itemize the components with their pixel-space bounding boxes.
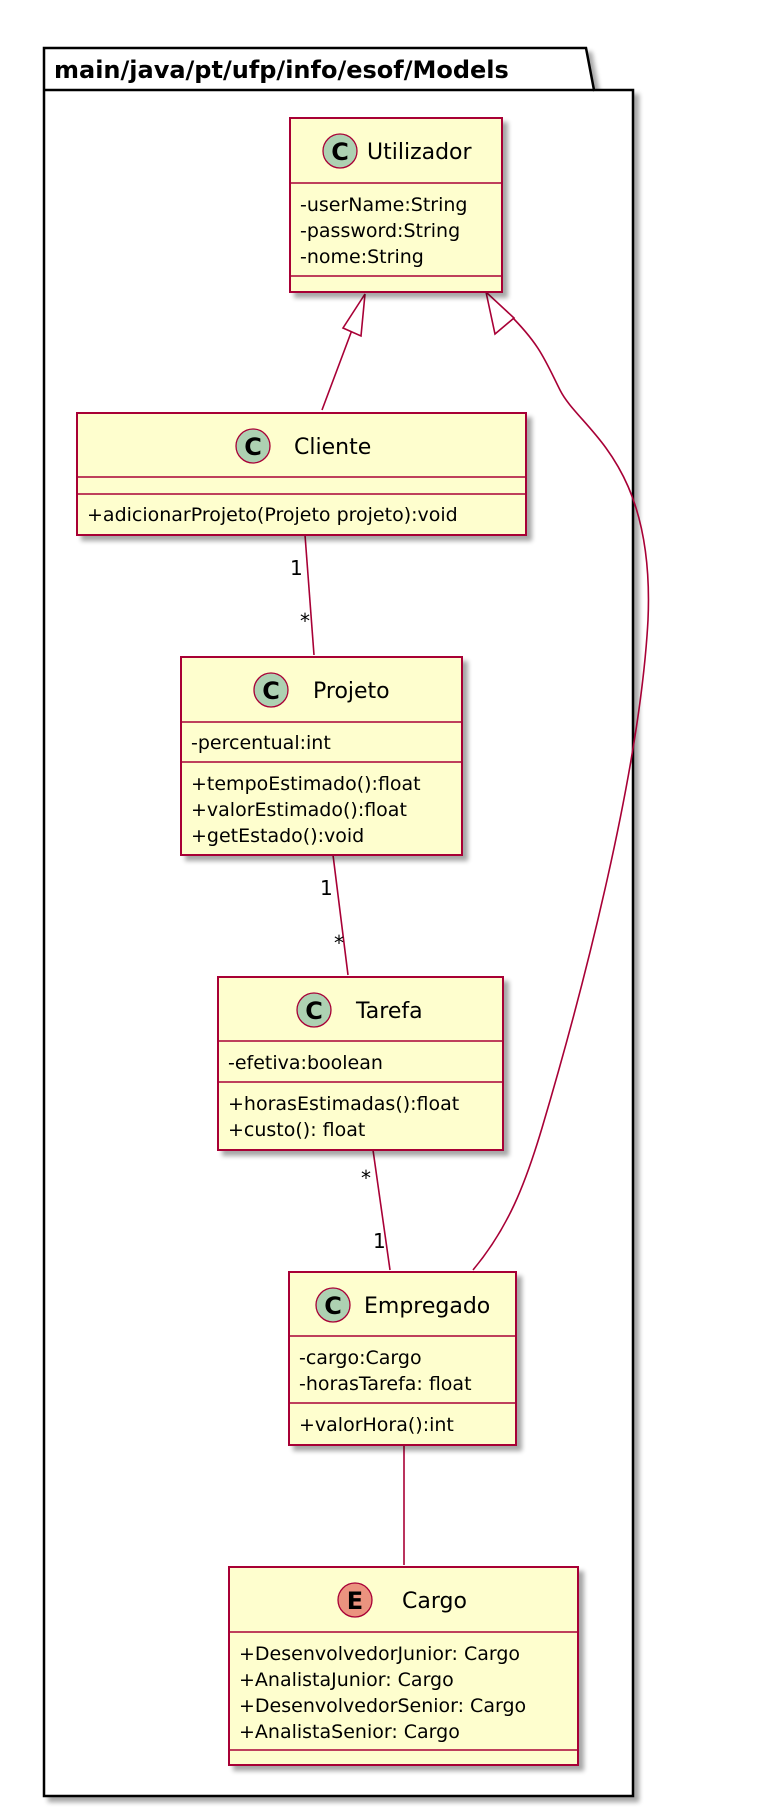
class-name: Utilizador — [367, 140, 473, 165]
class-stereotype-letter: C — [324, 1292, 342, 1320]
class-field: -cargo:Cargo — [299, 1347, 422, 1369]
association-tarefa-empregado — [372, 1149, 391, 1271]
enum-stereotype-icon — [337, 1582, 373, 1618]
class-stereotype-letter: C — [262, 677, 280, 705]
class-field: -percentual:int — [191, 732, 331, 754]
class-name: Projeto — [313, 679, 390, 704]
package: main/java/pt/ufp/info/esof/Models — [42, 46, 635, 1798]
class-box — [76, 412, 527, 536]
class-stereotype-icon — [322, 133, 358, 169]
class-name: Empregado — [364, 1294, 490, 1319]
association-projeto-tarefa — [332, 854, 349, 976]
class-method: +valorHora():int — [299, 1414, 454, 1436]
class-projeto: C Projeto -percentual:int +tempoEstimado… — [180, 656, 463, 856]
class-stereotype-letter: C — [305, 997, 323, 1025]
inheritance-arrowhead-cliente — [341, 293, 366, 338]
class-stereotype-icon — [315, 1287, 351, 1323]
class-method: +tempoEstimado():float — [191, 773, 421, 795]
class-name: Tarefa — [355, 999, 423, 1024]
class-box — [180, 656, 463, 856]
enum-stereotype-letter: E — [347, 1587, 363, 1615]
class-field: -efetiva:boolean — [228, 1052, 383, 1074]
class-field: -userName:String — [300, 194, 467, 216]
enum-constant: +AnalistaSenior: Cargo — [239, 1721, 460, 1743]
class-field: -password:String — [300, 220, 460, 242]
class-cliente: C Cliente +adicionarProjeto(Projeto proj… — [76, 412, 527, 536]
class-stereotype-icon — [253, 672, 289, 708]
multiplicity-cliente-projeto-from: 1 — [290, 556, 303, 580]
relations — [304, 289, 650, 1565]
class-method: +valorEstimado():float — [191, 799, 407, 821]
class-stereotype-letter: C — [331, 138, 349, 166]
class-name: Cliente — [294, 435, 371, 460]
class-empregado: C Empregado -cargo:Cargo -horasTarefa: f… — [288, 1271, 517, 1446]
multiplicities: 1 * 1 * * 1 — [290, 556, 386, 1253]
multiplicity-cliente-projeto-to: * — [300, 609, 310, 633]
class-utilizador: C Utilizador -userName:String -password:… — [289, 117, 503, 293]
class-tarefa: C Tarefa -efetiva:boolean +horasEstimada… — [217, 976, 504, 1151]
class-method: +custo(): float — [228, 1119, 365, 1141]
generalization-empregado-utilizador — [472, 314, 650, 1271]
class-method: +horasEstimadas():float — [228, 1093, 459, 1115]
class-box — [217, 976, 504, 1151]
enum-constant: +DesenvolvedorJunior: Cargo — [239, 1643, 520, 1665]
class-method: +adicionarProjeto(Projeto projeto):void — [87, 504, 458, 526]
package-name: main/java/pt/ufp/info/esof/Models — [54, 56, 509, 84]
enum-constant: +AnalistaJunior: Cargo — [239, 1669, 454, 1691]
class-stereotype-icon — [296, 992, 332, 1028]
class-name: Cargo — [402, 1589, 467, 1614]
association-cliente-projeto — [304, 534, 315, 656]
inheritance-arrowhead-empregado — [484, 289, 516, 336]
multiplicity-tarefa-empregado-from: * — [361, 1166, 371, 1190]
class-stereotype-letter: C — [244, 433, 262, 461]
enum-cargo: E Cargo +DesenvolvedorJunior: Cargo +Ana… — [228, 1566, 579, 1766]
class-method: +getEstado():void — [191, 825, 364, 847]
multiplicity-projeto-tarefa-from: 1 — [320, 876, 333, 900]
class-field: -nome:String — [300, 246, 424, 268]
enum-constant: +DesenvolvedorSenior: Cargo — [239, 1695, 526, 1717]
class-field: -horasTarefa: float — [299, 1373, 472, 1395]
multiplicity-tarefa-empregado-to: 1 — [373, 1229, 386, 1253]
package-frame — [42, 46, 635, 1798]
class-box — [228, 1566, 579, 1766]
class-stereotype-icon — [235, 428, 271, 464]
generalization-cliente-utilizador — [321, 329, 353, 411]
multiplicity-projeto-tarefa-to: * — [334, 931, 344, 955]
